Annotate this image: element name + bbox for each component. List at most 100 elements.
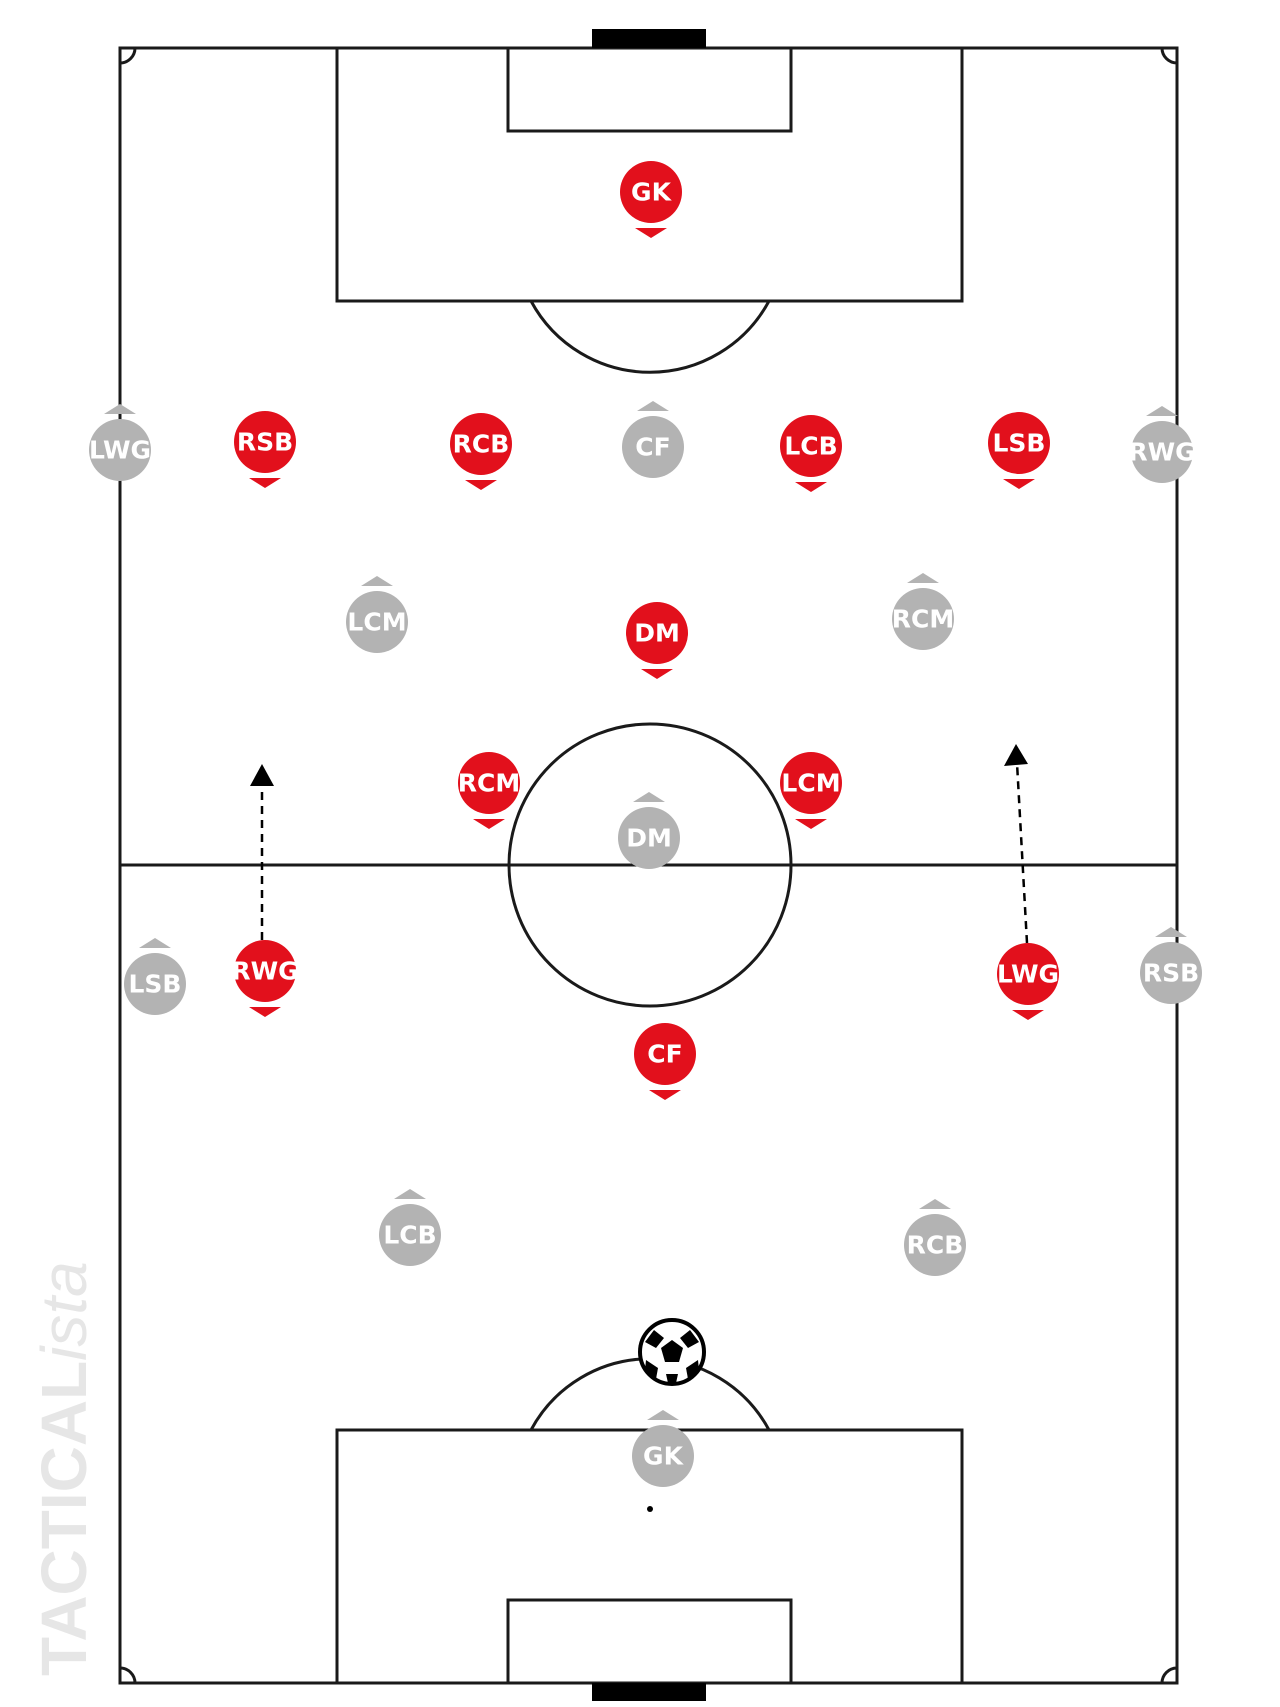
top-goal [592,29,706,48]
bottom-goal-area [506,1598,793,1685]
direction-down-icon [1012,1010,1044,1020]
away-player-lcm: LCM [346,576,408,653]
player-label: RCM [892,605,954,634]
player-token [780,415,842,477]
direction-down-icon [249,478,281,488]
direction-up-icon [907,573,939,583]
corner-arc-top-right [1160,47,1178,65]
direction-up-icon [1155,927,1187,937]
away-player-cf: CF [622,401,684,478]
player-token [892,588,954,650]
player-label: RCB [907,1231,964,1260]
direction-down-icon [1003,479,1035,489]
home-player-lcb: LCB [780,415,842,492]
player-token [618,807,680,869]
away-player-rcm: RCM [892,573,954,650]
away-player-lwg: LWG [89,404,151,481]
away-player-dm: DM [618,792,680,869]
player-token [234,411,296,473]
direction-down-icon [795,482,827,492]
direction-up-icon [647,1410,679,1420]
watermark-italic: ista [28,1261,100,1361]
svg-text:TACTICALista: TACTICALista [28,1261,100,1676]
player-label: GK [643,1442,685,1471]
arrowhead-icon [1004,744,1028,766]
player-label: RCB [453,430,510,459]
home-player-rcm: RCM [458,752,520,829]
player-token [626,602,688,664]
away-team: LWG CF RWG LCM RCM DM LSB RSB LCB RCB GK [89,401,1202,1487]
direction-down-icon [635,228,667,238]
player-label: LSB [993,429,1046,458]
player-token [458,752,520,814]
away-player-rsb: RSB [1140,927,1202,1004]
player-label: LCM [781,769,840,798]
player-label: DM [626,824,672,853]
home-team: GK RSB RCB LCB LSB DM RCM LCM RWG LWG CF [231,161,1059,1100]
home-player-lsb: LSB [988,412,1050,489]
player-token [234,940,296,1002]
player-label: RSB [1143,959,1199,988]
player-label: LWG [89,436,151,465]
player-token [622,416,684,478]
top-penalty-arc [529,300,771,374]
home-player-gk: GK [620,161,682,238]
direction-up-icon [637,401,669,411]
away-player-rwg: RWG [1128,406,1196,483]
player-token [997,943,1059,1005]
direction-down-icon [465,480,497,490]
player-token [346,591,408,653]
direction-down-icon [649,1090,681,1100]
away-player-lcb: LCB [379,1189,441,1266]
player-token [1131,421,1193,483]
direction-up-icon [139,938,171,948]
run-arrow-left-wing [1015,762,1029,944]
player-token [379,1204,441,1266]
player-label: LWG [997,960,1059,989]
player-token [620,161,682,223]
watermark-bold: TACTICAL [28,1361,100,1676]
player-label: RCM [458,769,520,798]
bottom-goal [592,1683,706,1701]
player-label: CF [647,1040,682,1069]
player-label: RSB [237,428,293,457]
direction-up-icon [919,1199,951,1209]
home-player-rcb: RCB [450,413,512,490]
player-token [634,1023,696,1085]
player-token [988,412,1050,474]
direction-up-icon [1146,406,1178,416]
corner-arc-bottom-right [1160,1666,1178,1684]
direction-down-icon [473,819,505,829]
top-goal-area [506,46,793,133]
direction-up-icon [394,1189,426,1199]
player-token [904,1214,966,1276]
movement-arrows [250,744,1029,944]
home-player-lcm: LCM [780,752,842,829]
direction-down-icon [795,819,827,829]
player-label: LCB [784,432,837,461]
corner-arc-top-left [119,47,137,65]
arrowhead-icon [250,764,274,786]
player-token [89,419,151,481]
corner-arc-bottom-left [119,1666,137,1684]
home-player-cf: CF [634,1023,696,1100]
player-token [632,1425,694,1487]
direction-up-icon [361,576,393,586]
penalty-spot [647,1506,653,1512]
player-label: RWG [231,957,298,986]
home-player-lwg: LWG [997,943,1059,1020]
direction-up-icon [104,404,136,414]
away-player-gk: GK [632,1410,694,1487]
player-token [450,413,512,475]
player-token [124,953,186,1015]
home-player-rwg: RWG [231,940,299,1017]
player-label: LSB [129,970,182,999]
player-token [1140,942,1202,1004]
player-label: LCM [347,608,406,637]
center-circle [507,722,793,1008]
direction-up-icon [633,792,665,802]
home-player-dm: DM [626,602,688,679]
watermark: TACTICALista [28,1261,100,1676]
away-player-rcb: RCB [904,1199,966,1276]
